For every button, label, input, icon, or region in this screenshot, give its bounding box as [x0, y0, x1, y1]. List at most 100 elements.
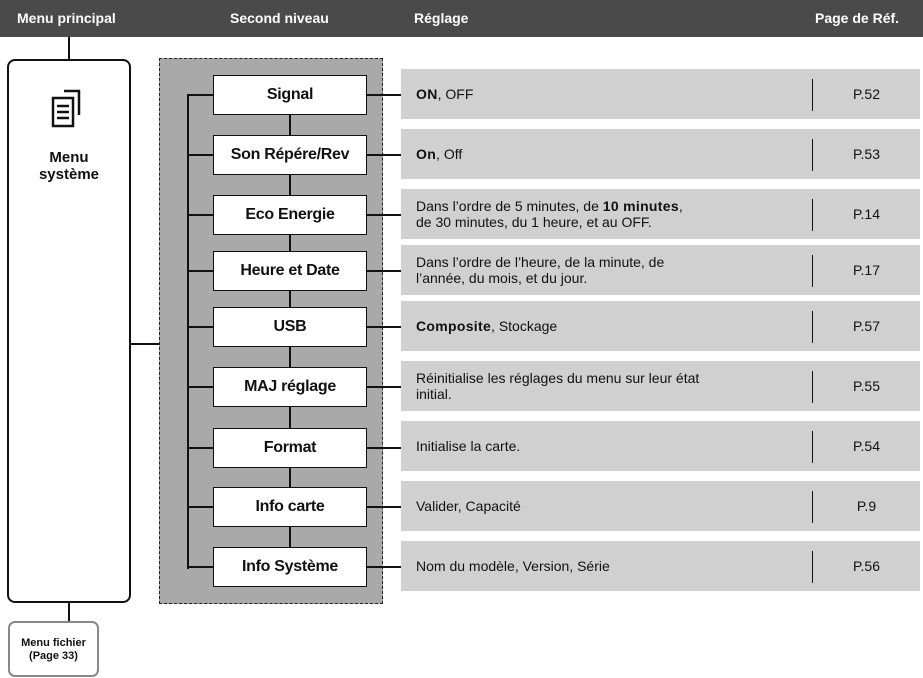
setting-text-line2: initial. [416, 386, 452, 402]
file-menu-box[interactable]: Menu fichier (Page 33) [8, 621, 99, 677]
setting-page-ref: P.57 [813, 301, 920, 351]
setting-row: Valider, Capacité P.9 [401, 481, 920, 531]
setting-row: Réinitialise les réglages du menu sur le… [401, 361, 920, 411]
connector-item-desc [367, 154, 401, 156]
menu-item[interactable]: Format [213, 428, 367, 468]
header-menu-principal: Menu principal [17, 10, 116, 26]
setting-text: Nom du modèle, Version, Série [416, 541, 816, 591]
page-ref-value: P.17 [853, 262, 880, 278]
setting-divider [812, 199, 813, 231]
menu-item[interactable]: MAJ réglage [213, 367, 367, 407]
setting-divider [812, 491, 813, 523]
setting-default-value: Composite [416, 318, 492, 334]
setting-text: ON, OFF [416, 69, 816, 119]
main-menu-label-line1: Menu [49, 149, 89, 166]
connector-bottom [68, 602, 70, 622]
setting-divider [812, 139, 813, 171]
setting-divider [812, 371, 813, 403]
branch-line [187, 386, 215, 388]
setting-text: Initialise la carte. [416, 421, 816, 471]
file-menu-line2: (Page 33) [29, 650, 78, 662]
header-bar: Menu principal Second niveau Réglage Pag… [0, 0, 923, 37]
page-ref-value: P.57 [853, 318, 880, 334]
page-ref-value: P.14 [853, 206, 880, 222]
page-ref-value: P.56 [853, 558, 880, 574]
menu-item[interactable]: Info carte [213, 487, 367, 527]
setting-default-value: ON [416, 86, 438, 102]
header-second-niveau: Second niveau [230, 10, 329, 26]
page-ref-value: P.55 [853, 378, 880, 394]
connector-item-desc [367, 386, 401, 388]
menu-item-label: USB [273, 318, 307, 335]
menu-item-label: Eco Energie [245, 206, 335, 223]
setting-page-ref: P.53 [813, 129, 920, 179]
connector-item-desc [367, 506, 401, 508]
setting-page-ref: P.56 [813, 541, 920, 591]
branch-line [187, 506, 215, 508]
main-menu-box[interactable] [7, 59, 131, 603]
setting-default-value: On [416, 146, 437, 162]
setting-row: Dans l’ordre de 5 minutes, de 10 minutes… [401, 189, 920, 239]
setting-text: On, Off [416, 129, 816, 179]
setting-text-line1: Dans l’ordre de l’heure, de la minute, d… [416, 254, 665, 270]
setting-text-rest: , Stockage [491, 318, 558, 334]
branch-line [187, 270, 215, 272]
setting-page-ref: P.52 [813, 69, 920, 119]
setting-page-ref: P.9 [813, 481, 920, 531]
branch-line [187, 326, 215, 328]
menu-item[interactable]: Eco Energie [213, 195, 367, 235]
branch-line [187, 154, 215, 156]
setting-page-ref: P.54 [813, 421, 920, 471]
main-menu-label-line2: système [38, 166, 100, 183]
setting-default-value: 10 minutes [602, 198, 679, 214]
connector-item-desc [367, 270, 401, 272]
menu-item-label: MAJ réglage [244, 378, 336, 395]
setting-text-value: Valider, Capacité [416, 498, 521, 514]
branch-line [187, 214, 215, 216]
setting-text-line1: Réinitialise les réglages du menu sur le… [416, 370, 700, 386]
connector-item-desc [367, 326, 401, 328]
setting-row: On, Off P.53 [401, 129, 920, 179]
setting-row: Composite, Stockage P.57 [401, 301, 920, 351]
setting-text: Dans l’ordre de 5 minutes, de 10 minutes… [416, 189, 816, 239]
page-ref-value: P.53 [853, 146, 880, 162]
menu-item[interactable]: Son Répére/Rev [213, 135, 367, 175]
connector-main-to-group [131, 343, 160, 345]
setting-text-rest: , Off [436, 146, 463, 162]
menu-item[interactable]: Info Système [213, 547, 367, 587]
setting-divider [812, 431, 813, 463]
page-ref-value: P.52 [853, 86, 880, 102]
setting-divider [812, 311, 813, 343]
setting-text-value: Initialise la carte. [416, 438, 521, 454]
connector-item-desc [367, 447, 401, 449]
setting-text: Composite, Stockage [416, 301, 816, 351]
setting-text-pre: Dans l’ordre de 5 minutes, de [416, 198, 603, 214]
setting-row: Nom du modèle, Version, Série P.56 [401, 541, 920, 591]
setting-text-rest: , OFF [437, 86, 474, 102]
setting-row: Dans l’ordre de l’heure, de la minute, d… [401, 245, 920, 295]
branch-line [187, 447, 215, 449]
menu-item[interactable]: Signal [213, 75, 367, 115]
setting-page-ref: P.55 [813, 361, 920, 411]
setting-page-ref: P.14 [813, 189, 920, 239]
main-menu-label: Menu système [9, 149, 129, 183]
file-menu-line1: Menu fichier [21, 637, 86, 649]
setting-row: ON, OFF P.52 [401, 69, 920, 119]
menu-item[interactable]: Heure et Date [213, 251, 367, 291]
page-ref-value: P.9 [856, 498, 877, 514]
connector-item-desc [367, 214, 401, 216]
setting-text-line2: de 30 minutes, du 1 heure, et au OFF. [416, 214, 652, 230]
page-ref-value: P.54 [853, 438, 880, 454]
branch-line [187, 566, 215, 568]
connector-item-desc [367, 94, 401, 96]
document-list-icon [47, 85, 91, 135]
setting-divider [812, 551, 813, 583]
setting-page-ref: P.17 [813, 245, 920, 295]
menu-item-label: Format [263, 439, 317, 456]
setting-text-line2: l’année, du mois, et du jour. [416, 270, 588, 286]
setting-text: Réinitialise les réglages du menu sur le… [416, 361, 816, 411]
menu-item-label: Heure et Date [240, 262, 340, 279]
header-reglage: Réglage [414, 10, 469, 26]
menu-item[interactable]: USB [213, 307, 367, 347]
header-page-ref: Page de Réf. [815, 10, 900, 26]
